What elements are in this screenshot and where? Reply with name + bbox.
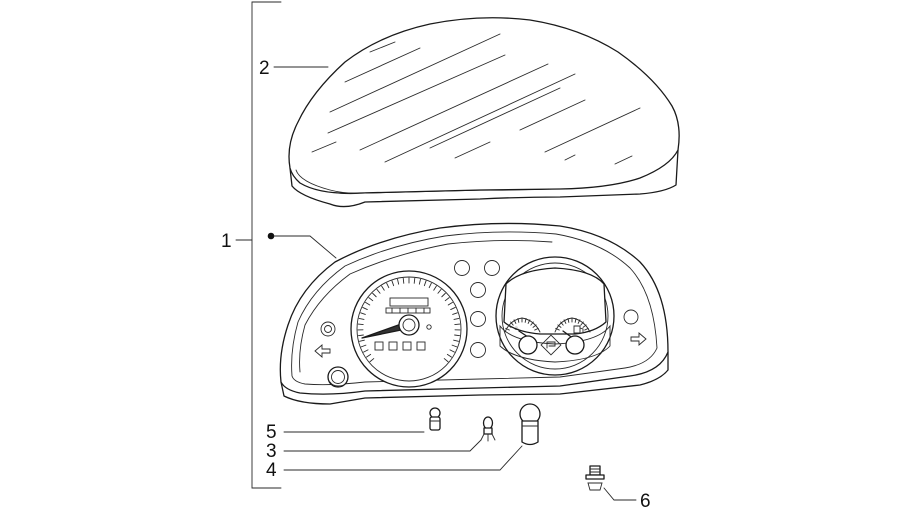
indicator-light-left: [320, 321, 336, 337]
instrument-cover-lens: [288, 17, 680, 208]
callout-5: 5: [266, 422, 277, 443]
leader-lines: [267, 66, 637, 501]
function-lamp-1: [374, 341, 384, 351]
fuel-gauge: [554, 317, 591, 355]
bulb-large-4: [519, 403, 541, 446]
speedometer: [350, 270, 468, 388]
indicator-light-right: [623, 309, 639, 325]
function-lamp-2: [388, 341, 398, 351]
callout-6: 6: [640, 491, 651, 512]
temperature-icon: ♨: [514, 325, 519, 332]
callout-1: 1: [221, 231, 232, 252]
callout-2: 2: [259, 58, 270, 79]
gauge-panel: ♨: [495, 256, 615, 376]
fuel-pump-icon: [573, 325, 584, 334]
warning-light-4: [470, 311, 486, 327]
function-lamp-4: [416, 341, 426, 351]
function-lamp-3: [402, 341, 412, 351]
needle-hub: [398, 314, 420, 336]
trip-reset-knob: [327, 366, 349, 388]
turn-right-arrow-icon: [630, 332, 647, 346]
bulb-small-5: [429, 407, 441, 431]
bulb-wedge-3: [480, 416, 496, 442]
temperature-gauge: ♨: [504, 317, 541, 355]
speedometer-ticks: [357, 277, 461, 363]
callout-4: 4: [266, 460, 277, 481]
warning-light-3: [470, 282, 486, 298]
odometer-window: [389, 297, 429, 307]
warning-light-5: [470, 342, 486, 358]
warning-light-2: [484, 260, 500, 276]
callout-3: 3: [266, 441, 277, 462]
turn-left-arrow-icon: [314, 344, 331, 358]
assembly-bracket: [235, 1, 282, 489]
warning-light-1: [454, 260, 470, 276]
screw-6: [585, 465, 605, 491]
instrument-cluster-body: ♨: [279, 222, 669, 405]
brand-emblem-icon: [540, 334, 562, 356]
